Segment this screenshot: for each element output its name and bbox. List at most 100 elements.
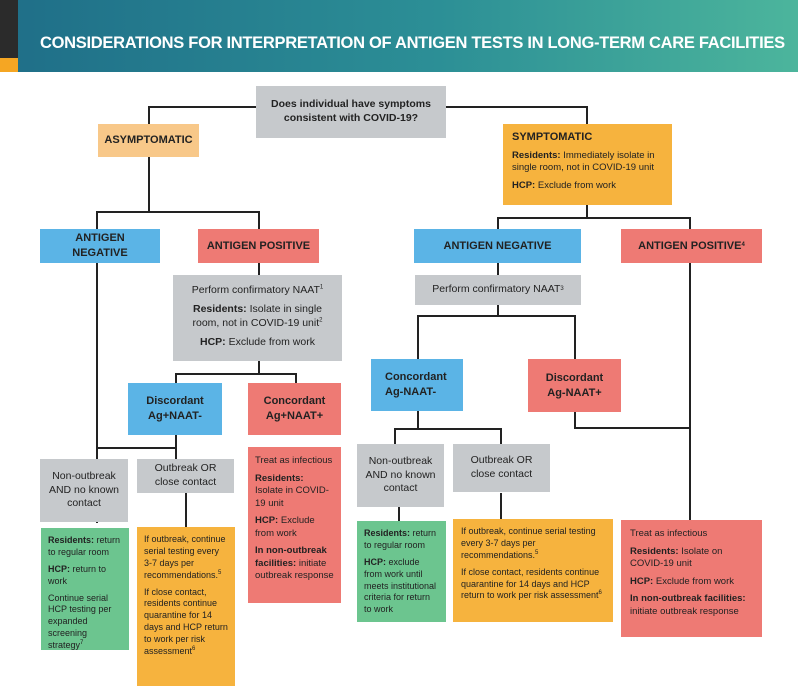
asymptomatic-antigen-positive: ANTIGEN POSITIVE [198,229,319,263]
confirm-naat-text: Perform confirmatory NAAT [432,283,561,296]
connector-line [500,428,502,444]
connector-line [497,305,499,315]
connector-line [96,211,98,229]
non-outbreak-text: initiate outbreak response [630,605,739,617]
footnote-ref: 2 [319,317,323,324]
symptomatic-box: SYMPTOMATIC Residents: Immediately isola… [503,124,672,205]
connector-line [574,315,576,359]
concordant-line1: Concordant [385,371,447,384]
footnote-ref: 5 [218,569,222,576]
connector-line [175,373,296,375]
hcp-label: HCP: [200,335,226,348]
connector-line [295,373,297,383]
footnote-ref: 7 [80,640,84,646]
treat-infectious-text: Treat as infectious [255,455,333,466]
connector-line [148,157,150,211]
close-contact-text: If close contact, residents continue qua… [144,586,228,656]
residents-text: Immediately isolate in single room, not … [512,149,655,174]
residents-label: Residents: [255,472,304,484]
asymptomatic-label: ASYMPTOMATIC [98,124,199,157]
footnote-ref: 6 [598,590,602,597]
residents-text: Isolate on COVID-19 unit [630,545,723,570]
residents-label: Residents: [48,535,95,545]
connector-line [175,435,177,447]
asymptomatic-non-outbreak: Non-outbreak AND no known contact [40,459,128,522]
connector-line [446,106,586,108]
non-outbreak-label: In non-outbreak facilities: [630,593,746,605]
connector-line [497,217,690,219]
connector-line [586,205,588,217]
connector-line [258,263,260,275]
symptomatic-outbreak: Outbreak OR close contact [453,444,550,492]
connector-line [148,106,150,124]
connector-line [175,447,177,459]
connector-line [574,412,576,428]
hcp-text: Exclude from work [255,515,315,539]
non-outbreak-text: initiate outbreak response [255,557,334,582]
residents-text: return to regular room [48,535,121,557]
connector-line [417,315,575,317]
connector-line [417,315,419,359]
connector-line [500,493,502,519]
symptomatic-negative-outcome: Residents: return to regular room HCP: e… [357,521,446,622]
serial-testing-text: Continue serial HCP testing per expanded… [48,592,112,651]
asymptomatic-discordant: Discordant Ag+NAAT- [128,383,222,435]
connector-line [258,361,260,373]
hcp-label: HCP: [364,556,386,567]
page-title: CONSIDERATIONS FOR INTERPRETATION OF ANT… [40,34,785,52]
symptomatic-antigen-negative: ANTIGEN NEGATIVE [414,229,581,263]
discordant-line1: Discordant [146,395,204,408]
footnote-ref: 4 [741,242,745,249]
connector-line [394,428,396,444]
hcp-text: Exclude from work [655,575,735,587]
hcp-label: HCP: [512,179,536,191]
outbreak-text: If outbreak, continue serial testing eve… [461,526,596,560]
discordant-line2: Ag-NAAT+ [547,386,602,399]
outbreak-text: If outbreak, continue serial testing eve… [144,534,226,580]
connector-line [96,447,176,449]
hcp-text: exclude from work until meets institutio… [364,556,437,615]
residents-label: Residents: [193,302,247,315]
asymptomatic-outbreak: Outbreak OR close contact [137,459,234,493]
connector-line [497,263,499,275]
connector-line [96,211,259,213]
symptomatic-concordant: Concordant Ag-NAAT- [371,359,463,411]
asymptomatic-concordant-outcome: Treat as infectious Residents: Isolate i… [248,447,341,603]
connector-line [497,217,499,229]
root-question: Does individual have symptoms consistent… [256,86,446,138]
concordant-line2: Ag+NAAT+ [265,410,324,422]
symptomatic-label: SYMPTOMATIC [512,131,593,143]
asymptomatic-outbreak-outcome: If outbreak, continue serial testing eve… [137,527,235,686]
asymptomatic-negative-outcome: Residents: return to regular room HCP: r… [41,528,129,650]
residents-text: Isolate in single room, not in COVID-19 … [192,302,323,329]
connector-line [185,493,187,527]
symptomatic-non-outbreak: Non-outbreak AND no known contact [357,444,444,507]
header-accent-orange [0,58,18,72]
residents-text: Isolate in COVID-19 unit [255,485,329,509]
residents-text: return to regular room [364,528,437,550]
hcp-text: return to work [48,563,107,586]
residents-label: Residents: [630,545,679,557]
concordant-line2: Ag-NAAT- [385,386,437,398]
confirm-naat-text: Perform confirmatory NAAT [191,284,320,296]
connector-line [394,428,501,430]
connector-line [96,263,98,459]
non-outbreak-label: In non-outbreak facilities: [255,545,327,569]
connector-line [175,373,177,383]
residents-label: Residents: [364,528,411,538]
residents-label: Residents: [512,149,561,161]
asymptomatic-antigen-negative: ANTIGEN NEGATIVE [40,229,160,263]
antigen-positive-text: ANTIGEN POSITIVE [638,239,742,252]
close-contact-text: If close contact, residents continue qua… [461,566,600,601]
symptomatic-discordant: Discordant Ag-NAAT+ [528,359,621,412]
discordant-line2: Ag+NAAT- [148,410,202,422]
connector-line [574,427,690,429]
symptomatic-positive-outcome: Treat as infectious Residents: Isolate o… [621,520,762,637]
symptomatic-outbreak-outcome: If outbreak, continue serial testing eve… [453,519,613,622]
treat-infectious-text: Treat as infectious [630,528,708,539]
connector-line [258,211,260,229]
connector-line [689,217,691,229]
concordant-line1: Concordant [263,395,326,408]
